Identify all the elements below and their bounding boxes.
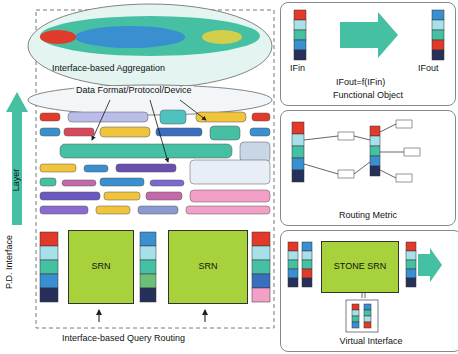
annotation: Data Format/Protocol/Device (74, 86, 194, 96)
formula: IFout=f(IFin) (336, 78, 385, 88)
box-label: STONE SRN (334, 262, 386, 272)
panel: Functional Object (280, 2, 456, 106)
panel-title: Virtual Interface (281, 337, 458, 347)
interface-label: IFout (418, 64, 439, 74)
panel: Routing Metric (280, 110, 456, 226)
axis-label: Layer (12, 169, 22, 192)
axis-label: P.D. Interface (5, 235, 15, 289)
interface-label: IFin (290, 64, 305, 74)
panel-title: Functional Object (333, 91, 403, 101)
srn-box: SRN (68, 230, 134, 304)
box-label: SRN (198, 262, 217, 272)
annotation: Interface-based Query Routing (62, 334, 185, 344)
box-label: SRN (91, 262, 110, 272)
panel: Virtual Interface STONE SRN (280, 230, 458, 352)
srn-box: SRN (168, 230, 248, 304)
srn-box: STONE SRN (321, 241, 399, 293)
annotation: Interface-based Aggregation (52, 64, 165, 74)
panel-title: Routing Metric (339, 211, 397, 221)
